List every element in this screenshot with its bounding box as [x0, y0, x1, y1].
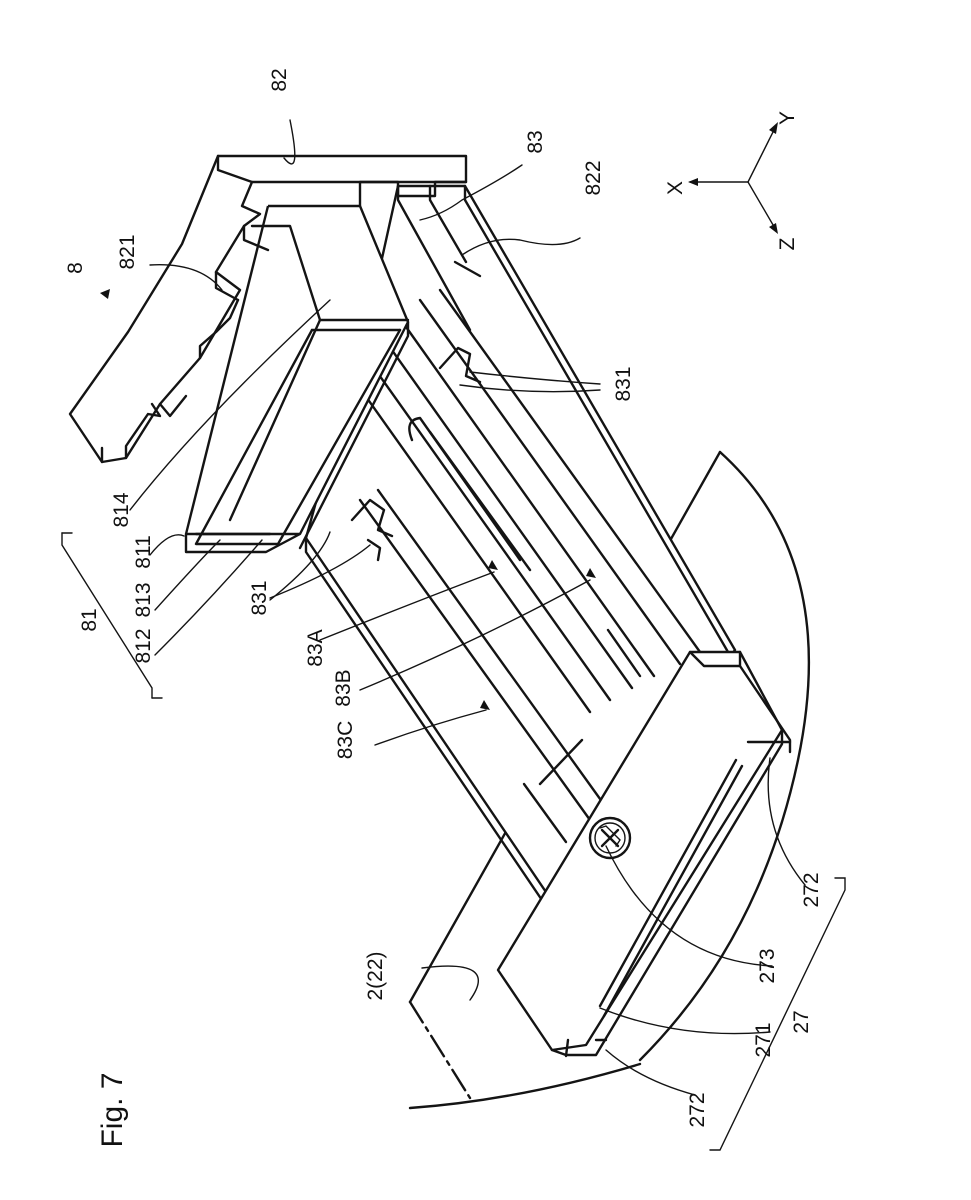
label-821: 821	[116, 234, 139, 269]
label-83A: 83A	[304, 629, 327, 666]
axis-y-label: Y	[776, 111, 799, 125]
label-272-left: 272	[686, 1092, 709, 1127]
leader-lines	[129, 119, 806, 1096]
group-brackets	[61, 532, 846, 1151]
label-8: 8	[64, 262, 87, 274]
label-82: 82	[268, 68, 291, 91]
label-813: 813	[132, 582, 155, 617]
label-81: 81	[78, 608, 101, 631]
axis-z-label: Z	[776, 237, 799, 250]
figure-caption: Fig. 7	[96, 1072, 129, 1147]
label-83B: 83B	[332, 669, 355, 706]
axis-triad: X Y Z	[664, 111, 799, 250]
label-83-top: 83	[524, 130, 547, 153]
screw-273	[588, 816, 632, 860]
label-271: 271	[752, 1022, 775, 1057]
label-831-left: 831	[248, 580, 271, 615]
block-82	[68, 154, 468, 464]
label-814: 814	[110, 492, 133, 527]
reference-labels: 8 82 83 822 821 814 811 813 812 81 831 8…	[64, 68, 823, 1147]
box-81	[184, 204, 410, 554]
label-273: 273	[756, 948, 779, 983]
label-822: 822	[582, 160, 605, 195]
label-27: 27	[790, 1010, 813, 1033]
axis-x-label: X	[664, 181, 687, 195]
label-2-22: 2(22)	[364, 951, 387, 1000]
label-811: 811	[132, 535, 155, 568]
clamp-27	[496, 650, 792, 1058]
label-812: 812	[132, 628, 155, 663]
label-831-right: 831	[612, 366, 635, 401]
label-83C: 83C	[334, 721, 357, 760]
label-272-right: 272	[800, 872, 823, 907]
slot-arrows	[100, 289, 596, 710]
rail-body-83	[304, 184, 737, 911]
